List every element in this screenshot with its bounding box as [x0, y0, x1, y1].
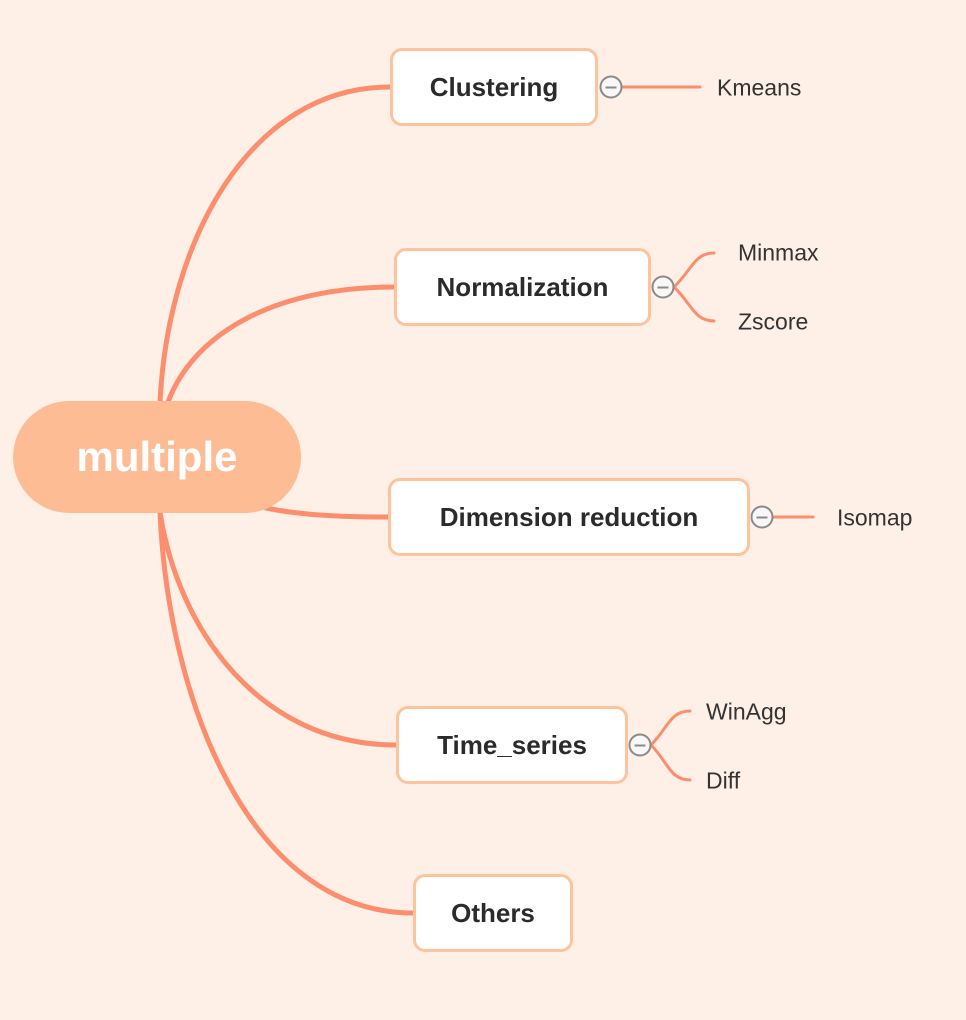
leaf-minmax[interactable]: Minmax [738, 239, 819, 266]
topic-clustering[interactable]: Clustering [390, 48, 598, 126]
link-timeseries-diff [649, 743, 692, 782]
collapse-normalization-icon[interactable] [651, 275, 675, 299]
collapse-dimension-reduction-icon[interactable] [750, 505, 774, 529]
collapse-clustering-icon[interactable] [599, 75, 623, 99]
link-root-clustering [157, 84, 393, 405]
topic-normalization[interactable]: Normalization [394, 248, 651, 326]
link-root-others [157, 509, 416, 916]
root-node[interactable]: multiple [13, 401, 301, 513]
link-root-time-series [157, 509, 399, 748]
link-root-dimension-reduction [263, 505, 391, 520]
link-normalization-zscore [672, 285, 716, 323]
link-root-normalization [165, 284, 397, 405]
link-normalization-minmax [672, 251, 716, 289]
leaf-winagg[interactable]: WinAgg [706, 698, 787, 725]
topic-others[interactable]: Others [413, 874, 573, 952]
leaf-kmeans[interactable]: Kmeans [717, 74, 802, 101]
link-timeseries-winagg [649, 709, 692, 747]
topic-time-series[interactable]: Time_series [396, 706, 628, 784]
topic-dimension-reduction[interactable]: Dimension reduction [388, 478, 750, 556]
leaf-zscore[interactable]: Zscore [738, 308, 809, 335]
leaf-diff[interactable]: Diff [706, 767, 741, 794]
leaf-isomap[interactable]: Isomap [837, 504, 913, 531]
collapse-time-series-icon[interactable] [628, 733, 652, 757]
